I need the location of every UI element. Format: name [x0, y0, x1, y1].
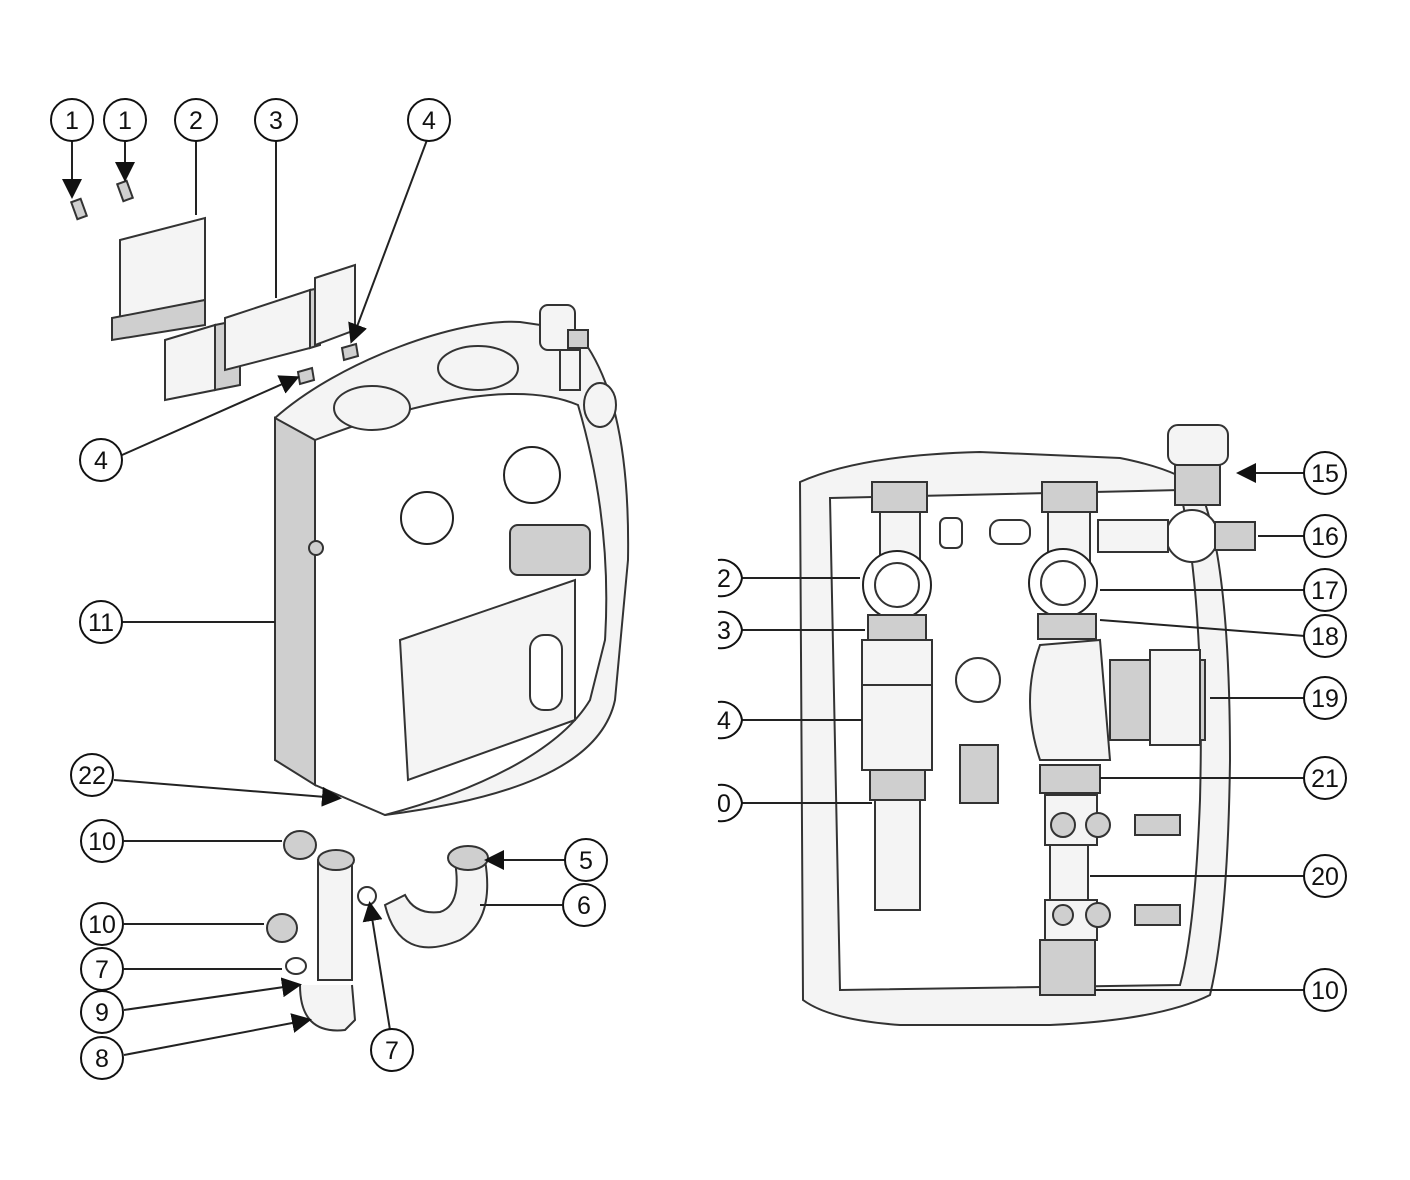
fittings-group [266, 830, 489, 1032]
callout-2: 2 [174, 98, 218, 142]
svg-text:7: 7 [385, 1037, 399, 1065]
svg-text:16: 16 [1311, 523, 1339, 551]
svg-text:19: 19 [1311, 685, 1339, 713]
svg-text:17: 17 [1311, 577, 1339, 605]
callout-7a: 7 [80, 947, 124, 991]
svg-text:5: 5 [579, 847, 593, 875]
svg-text:18: 18 [1311, 623, 1339, 651]
callout-r19: 19 [1303, 676, 1347, 720]
callout-22: 22 [70, 753, 114, 797]
safety-valve-part [539, 304, 617, 428]
screw-part [69, 179, 135, 221]
main-housing-part [274, 320, 630, 817]
svg-text:2: 2 [717, 565, 731, 593]
callout-5: 5 [564, 838, 608, 882]
svg-text:10: 10 [1311, 977, 1339, 1005]
svg-text:22: 22 [78, 762, 106, 790]
callout-1b: 1 [103, 98, 147, 142]
callout-10b: 10 [80, 902, 124, 946]
callout-1a: 1 [50, 98, 94, 142]
svg-text:15: 15 [1311, 460, 1339, 488]
svg-text:7: 7 [95, 956, 109, 984]
svg-text:3: 3 [717, 617, 731, 645]
callout-r17: 17 [1303, 568, 1347, 612]
svg-text:1: 1 [118, 107, 132, 135]
svg-text:8: 8 [95, 1045, 109, 1073]
svg-text:9: 9 [95, 999, 109, 1027]
callout-8: 8 [80, 1036, 124, 1080]
callout-r21: 21 [1303, 756, 1347, 800]
leader-lines [62, 139, 1306, 1056]
callout-cropped-0: 0 [717, 783, 744, 823]
callout-r15: 15 [1303, 451, 1347, 495]
callout-11: 11 [79, 600, 123, 644]
svg-text:21: 21 [1311, 765, 1339, 793]
svg-text:20: 20 [1311, 863, 1339, 891]
svg-text:1: 1 [65, 107, 79, 135]
callout-cropped-2: 2 [717, 558, 744, 598]
callout-3: 3 [254, 98, 298, 142]
callout-cropped-3: 3 [717, 610, 744, 650]
nut-part [296, 366, 316, 386]
svg-text:2: 2 [189, 107, 203, 135]
svg-text:4: 4 [422, 107, 436, 135]
svg-text:11: 11 [88, 609, 114, 637]
callout-r16: 16 [1303, 514, 1347, 558]
callout-6: 6 [562, 883, 606, 927]
left-exploded-view [69, 179, 630, 1032]
callout-7b: 7 [370, 1028, 414, 1072]
svg-text:10: 10 [88, 911, 116, 939]
wall-bracket-part [164, 263, 356, 402]
callout-cropped-4: 4 [717, 700, 744, 740]
callout-9: 9 [80, 990, 124, 1034]
svg-text:3: 3 [269, 107, 283, 135]
svg-text:0: 0 [717, 790, 731, 818]
svg-text:10: 10 [88, 828, 116, 856]
nut-part [340, 342, 360, 362]
svg-text:4: 4 [717, 707, 731, 735]
bracket-plate-part [111, 216, 206, 342]
callout-10a: 10 [80, 819, 124, 863]
callout-4b: 4 [79, 438, 123, 482]
right-front-view [798, 424, 1256, 1026]
callout-r10: 10 [1303, 968, 1347, 1012]
svg-text:4: 4 [94, 447, 108, 475]
callout-r20: 20 [1303, 854, 1347, 898]
callout-4a: 4 [407, 98, 451, 142]
svg-text:6: 6 [577, 892, 591, 920]
callout-r18: 18 [1303, 614, 1347, 658]
